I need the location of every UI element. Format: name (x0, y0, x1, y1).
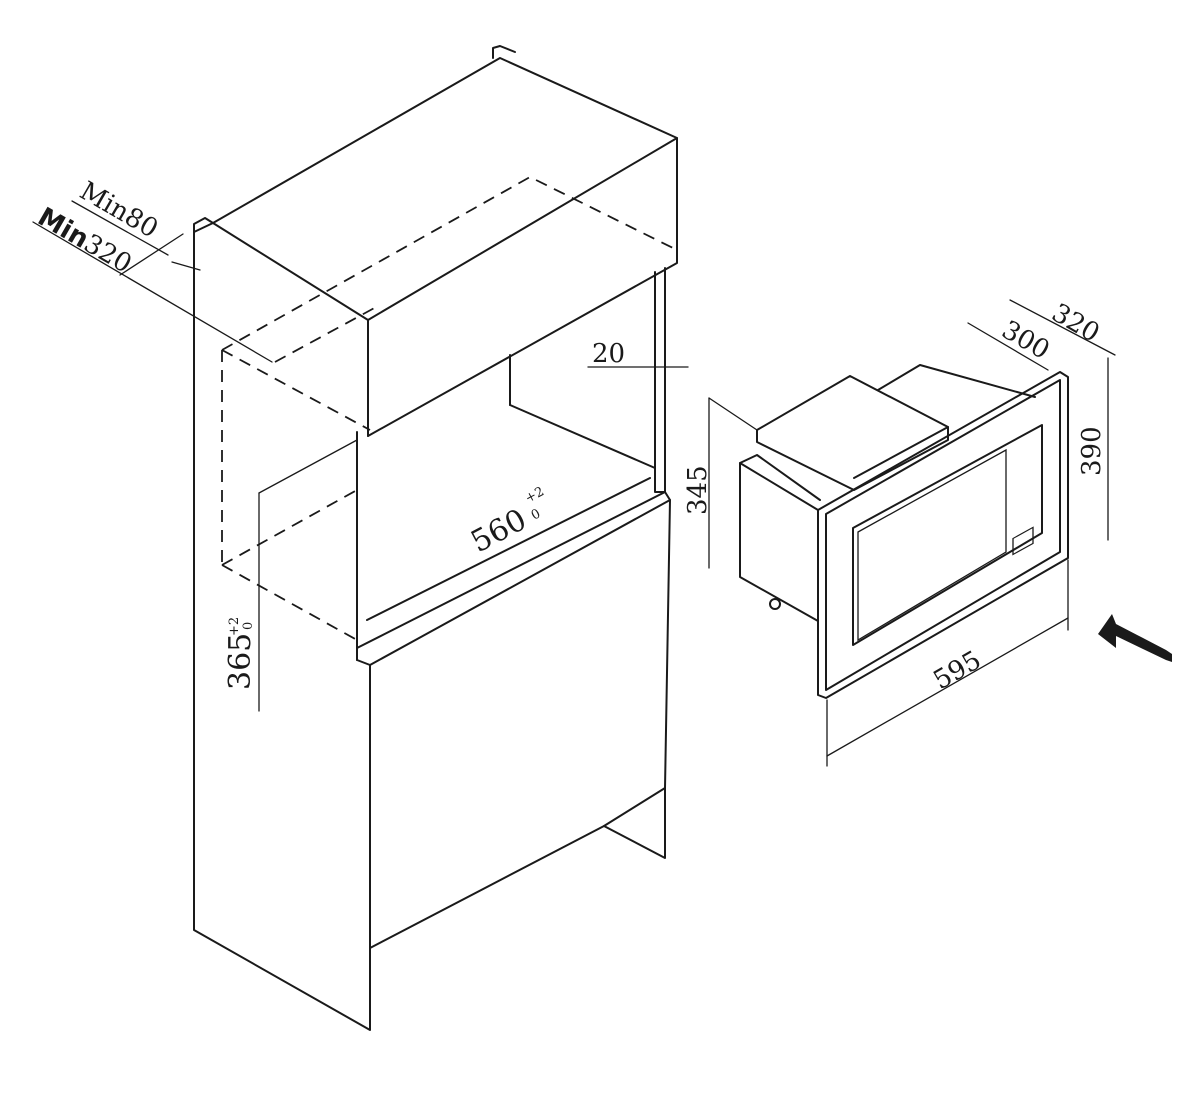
cabinet-top-outline (212, 57, 678, 437)
lower-panel-foot (603, 787, 666, 827)
cabinet-left-panel-top (193, 222, 214, 233)
label-365-tol-upper: +2 (227, 617, 242, 636)
label-20: 20 (592, 339, 625, 369)
microwave-body-top (739, 454, 821, 501)
cabinet-left-tab (193, 217, 214, 233)
dimension-365: 365 +2 0 (223, 439, 358, 712)
label-595: 595 (929, 645, 987, 696)
microwave-frame-inner (825, 379, 1061, 691)
built-in-outline-back (221, 349, 371, 431)
built-in-outline-bottom (221, 564, 358, 641)
dimension-390: 390 (1077, 357, 1109, 541)
label-300: 300 (997, 315, 1055, 366)
dimension-595: 595 (826, 559, 1069, 767)
microwave-foot (769, 598, 781, 610)
label-365-tol-lower: 0 (241, 622, 256, 630)
microwave-window-inner (857, 448, 1007, 642)
dimension-300: 300 (967, 315, 1055, 371)
built-in-outline-diag (221, 489, 358, 566)
microwave (739, 364, 1069, 699)
control-button (1012, 526, 1034, 556)
niche-floor-front (366, 477, 651, 621)
microwave-top-box-edge (853, 426, 949, 479)
label-345: 345 (683, 465, 713, 515)
cabinet-left-panel (193, 231, 371, 1031)
label-320: 320 (1047, 298, 1105, 349)
label-560: 560 (465, 502, 532, 560)
label-390: 390 (1077, 426, 1107, 476)
built-in-outline-top (221, 175, 678, 351)
niche-floor (509, 404, 656, 469)
label-560-tol-lower: 0 (529, 506, 543, 523)
cabinet-top-ridge (367, 137, 678, 321)
label-365: 365 (223, 633, 258, 690)
built-in-outline-depth (274, 305, 379, 363)
microwave-rear-box (877, 364, 1036, 398)
shelf-outline (356, 491, 671, 666)
cabinet-right-upright (654, 267, 666, 493)
lower-panel (369, 499, 671, 949)
dimension-345: 345 (683, 397, 758, 569)
dimension-20: 20 (587, 339, 689, 369)
dimension-min-depth: Min80 Min320 (32, 176, 273, 363)
cabinet-top-tab (492, 45, 516, 59)
microwave-top-box (756, 375, 949, 491)
label-560-tol-upper: +2 (523, 484, 547, 506)
insert-direction-arrow-icon (1098, 614, 1172, 662)
microwave-window (852, 424, 1043, 646)
microwave-frame (817, 371, 1069, 699)
microwave-body (739, 462, 819, 622)
cabinet (193, 45, 678, 1031)
dimension-560: 560 +2 0 (465, 484, 546, 560)
